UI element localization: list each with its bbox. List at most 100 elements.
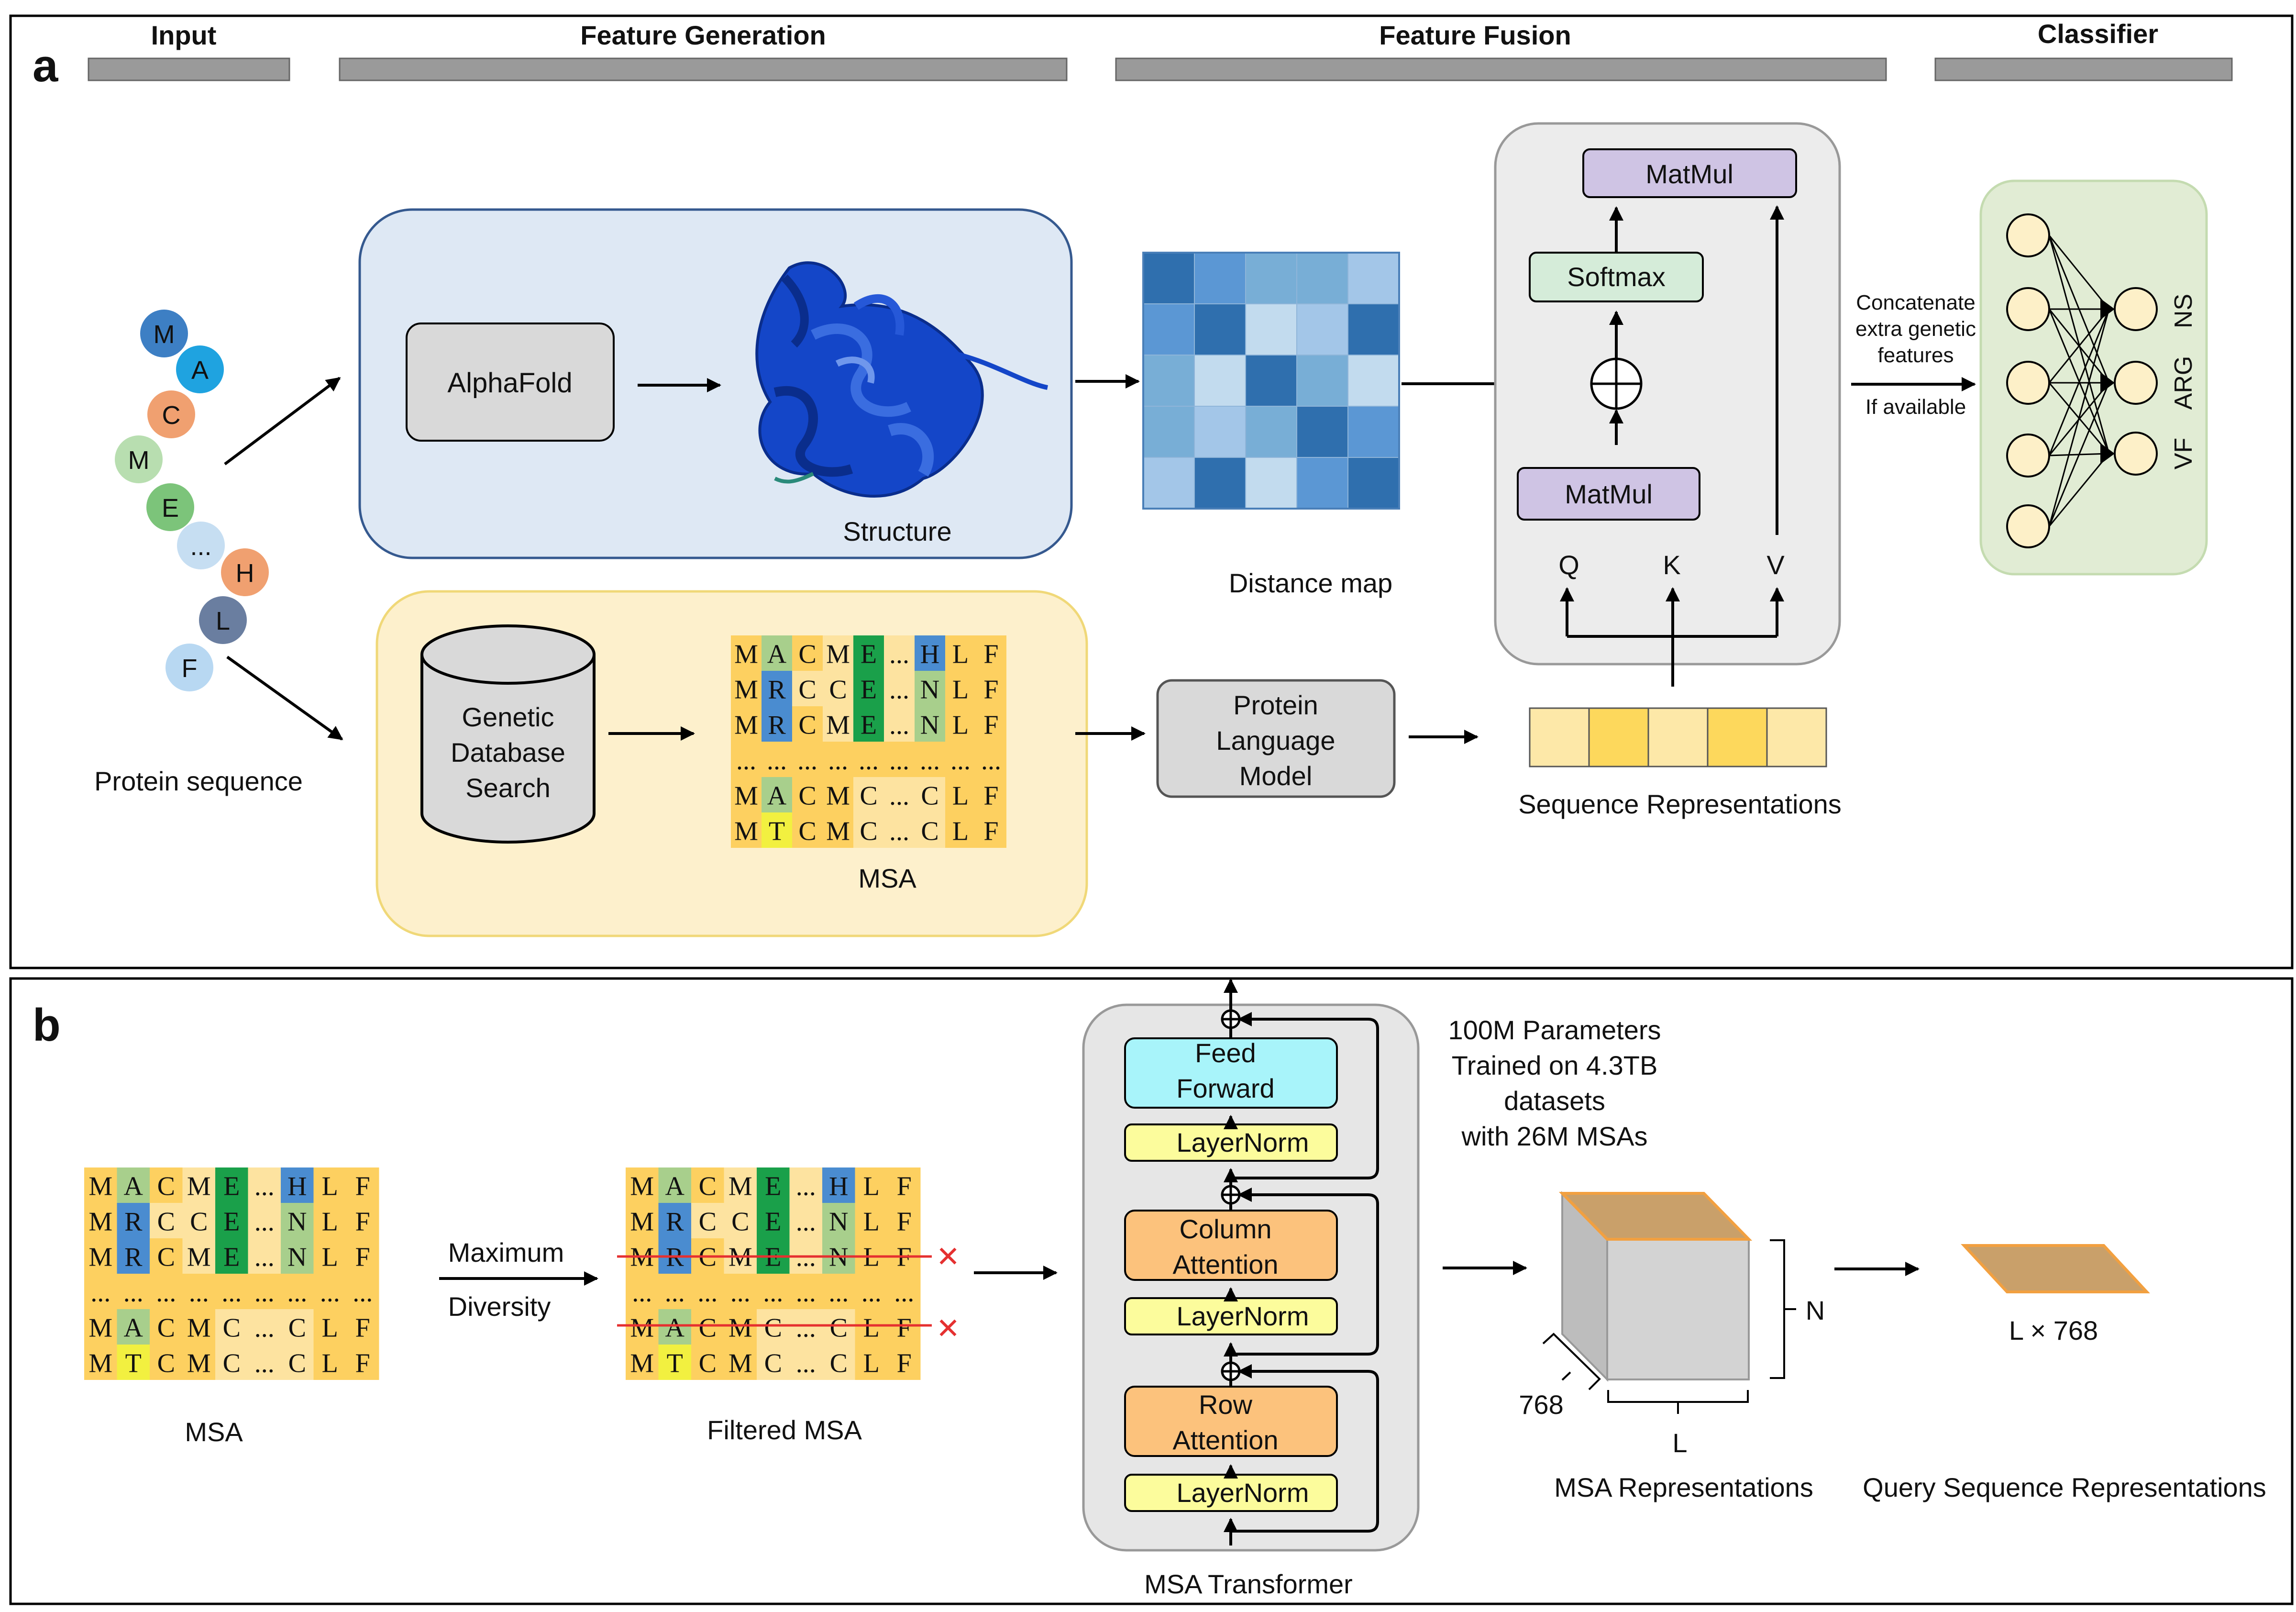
residue-letter: A [191,356,209,385]
transformer-flow-lines [1224,978,1379,1545]
dim-768-label: 768 [1519,1390,1563,1420]
msa-letter: L [952,817,969,846]
header-bar-feature-generation [339,57,1068,81]
plm-line-2: Language [1216,725,1335,756]
msa-letter: M [187,1243,211,1272]
msa-letter: M [826,711,850,740]
msa-letter: ... [254,1278,275,1308]
msa-cell [789,1345,822,1380]
msa-letter: F [355,1313,370,1343]
msa-letter: ... [828,1278,849,1308]
msa-cell [853,635,884,671]
output-arg-label: ARG [2170,356,2197,410]
msa-cell [724,1167,757,1203]
msa-letter: L [322,1349,338,1379]
distance-cell [1245,406,1297,458]
residue-circle [221,548,269,596]
msa-cell [822,1309,855,1345]
msa-cell [789,1167,822,1203]
msa-cell [915,635,945,671]
layernorm-1-label: LayerNorm [1177,1478,1309,1508]
seq-repr-cell [1529,707,1590,767]
header: Input Feature Generation Feature Fusion … [88,19,2233,81]
msa-cell [823,671,853,706]
msa-letter: M [729,1172,752,1201]
msa-cell [915,777,945,812]
msa-cell [150,1238,183,1274]
query-repr-plane [1961,1244,2150,1293]
msa-letter: ... [796,1349,816,1379]
remove-mark-2: ✕ [936,1312,960,1345]
input-neuron [2006,213,2050,257]
msa-transformer-label: MSA Transformer [1144,1569,1353,1599]
msa-cell [762,777,792,812]
msa-cell [691,1167,724,1203]
l-x-768-label: L × 768 [2009,1315,2098,1345]
msa-letter: M [729,1313,752,1343]
msa-cell [691,1203,724,1238]
msa-cell [888,1203,921,1238]
params-line-2: Trained on 4.3TB [1452,1050,1658,1080]
msa-letter: ... [920,746,940,776]
msa-cell [84,1238,117,1274]
msa-letter: F [983,675,998,705]
msa-letter: C [223,1349,241,1379]
msa-letter: ... [254,1207,275,1237]
msa-letter: C [860,817,877,846]
msa-letter: C [798,711,816,740]
msa-letter: ... [156,1278,176,1308]
softmax-label: Softmax [1567,262,1665,292]
msa-cell [182,1203,215,1238]
residue-letter: H [236,559,254,588]
msa-letter: T [125,1349,142,1379]
msa-letter: N [920,675,939,705]
seq-repr-cell [1588,707,1649,767]
msa-cell [823,777,853,812]
distance-cell [1347,457,1400,509]
distance-cell [1194,355,1246,407]
filtered-msa-grid: MACME...HLFMRCCE...NLFMRCME...NLF.......… [626,1167,921,1380]
msa-cell [757,1309,790,1345]
msa-letter: ... [763,1278,783,1308]
msa-letter: C [699,1207,717,1237]
if-available-label: If available [1866,395,1966,419]
msa-letter: ... [287,1278,307,1308]
nn-arrowhead [2100,443,2115,464]
nn-arrowhead [2100,299,2115,320]
msa-cell [313,1345,346,1380]
msa-cell [313,1167,346,1203]
msa-cell [789,1274,822,1309]
msa-letter: R [666,1207,684,1237]
msa-letter: ... [797,746,817,776]
msa-letter: ... [189,1278,209,1308]
msa-cell [182,1345,215,1380]
msa-letter: M [187,1349,211,1379]
distance-cell [1143,457,1195,509]
distance-cell [1347,406,1400,458]
distance-cell [1347,355,1400,407]
classifier-box [1979,179,2208,576]
msa-cell [346,1238,379,1274]
msa-letter: M [88,1172,112,1201]
msa-letter: C [860,781,877,811]
msa-cell [888,1309,921,1345]
msa-cell [789,1309,822,1345]
msa-letter: C [921,817,938,846]
msa-letter: R [124,1207,143,1237]
msa-letter: R [768,711,786,740]
msa-letter: C [157,1313,175,1343]
seq-repr-label: Sequence Representations [1518,789,1842,819]
msa-letter: L [322,1207,338,1237]
msa-cell [884,706,915,742]
protein-sequence-label: Protein sequence [94,766,303,796]
msa-cell [84,1345,117,1380]
msa-cell [215,1274,248,1309]
msa-cell [976,635,1006,671]
msa-letter: M [734,675,758,705]
msa-letter: R [124,1243,143,1272]
panel-b-label: b [33,1000,61,1051]
msa-letter: A [124,1172,144,1201]
msa-cell [182,1274,215,1309]
residue-letter: E [162,494,179,523]
